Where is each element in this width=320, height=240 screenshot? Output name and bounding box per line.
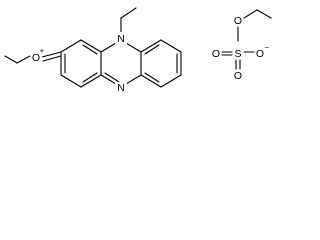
ring-nitrogen-label: N (117, 33, 125, 45)
bond (80, 39, 102, 53)
structure-canvas: N N O + O S O O O − (0, 0, 315, 120)
bond (80, 74, 102, 88)
anionic-oxygen-label: O (256, 48, 264, 60)
bond (160, 74, 182, 88)
oxonium-charge-label: + (40, 46, 45, 55)
bond (160, 39, 182, 53)
double-bond-oxygen-bottom-label: O (234, 70, 242, 82)
bond (42, 55, 62, 62)
chemical-structure-diagram: N N O + O S O O O − (4, 7, 272, 94)
bond (140, 39, 162, 53)
sulfur-label: S (234, 48, 241, 60)
bond (144, 44, 160, 55)
ethoxy-oxonium-group (4, 51, 62, 64)
tricyclic-ring-system (60, 39, 182, 88)
ester-oxygen-label: O (234, 15, 242, 27)
oxonium-oxygen-label: O (32, 52, 40, 64)
ethyl-sulfate-anion (221, 9, 272, 70)
n-ethyl-group (120, 7, 137, 35)
bond (82, 72, 98, 83)
bond (120, 7, 137, 19)
bond (140, 74, 162, 88)
bond (16, 55, 31, 64)
anion-charge-label: − (265, 43, 270, 52)
bond (243, 9, 258, 19)
bond (82, 44, 98, 55)
bond (60, 39, 82, 53)
double-bond-oxygen-left-label: O (212, 48, 220, 60)
bond (4, 55, 18, 64)
bridge-nitrogen-label: N (117, 82, 125, 94)
bond (144, 72, 160, 83)
bond (41, 51, 62, 58)
bond (104, 72, 120, 83)
bond (256, 9, 272, 19)
bond (60, 74, 82, 88)
